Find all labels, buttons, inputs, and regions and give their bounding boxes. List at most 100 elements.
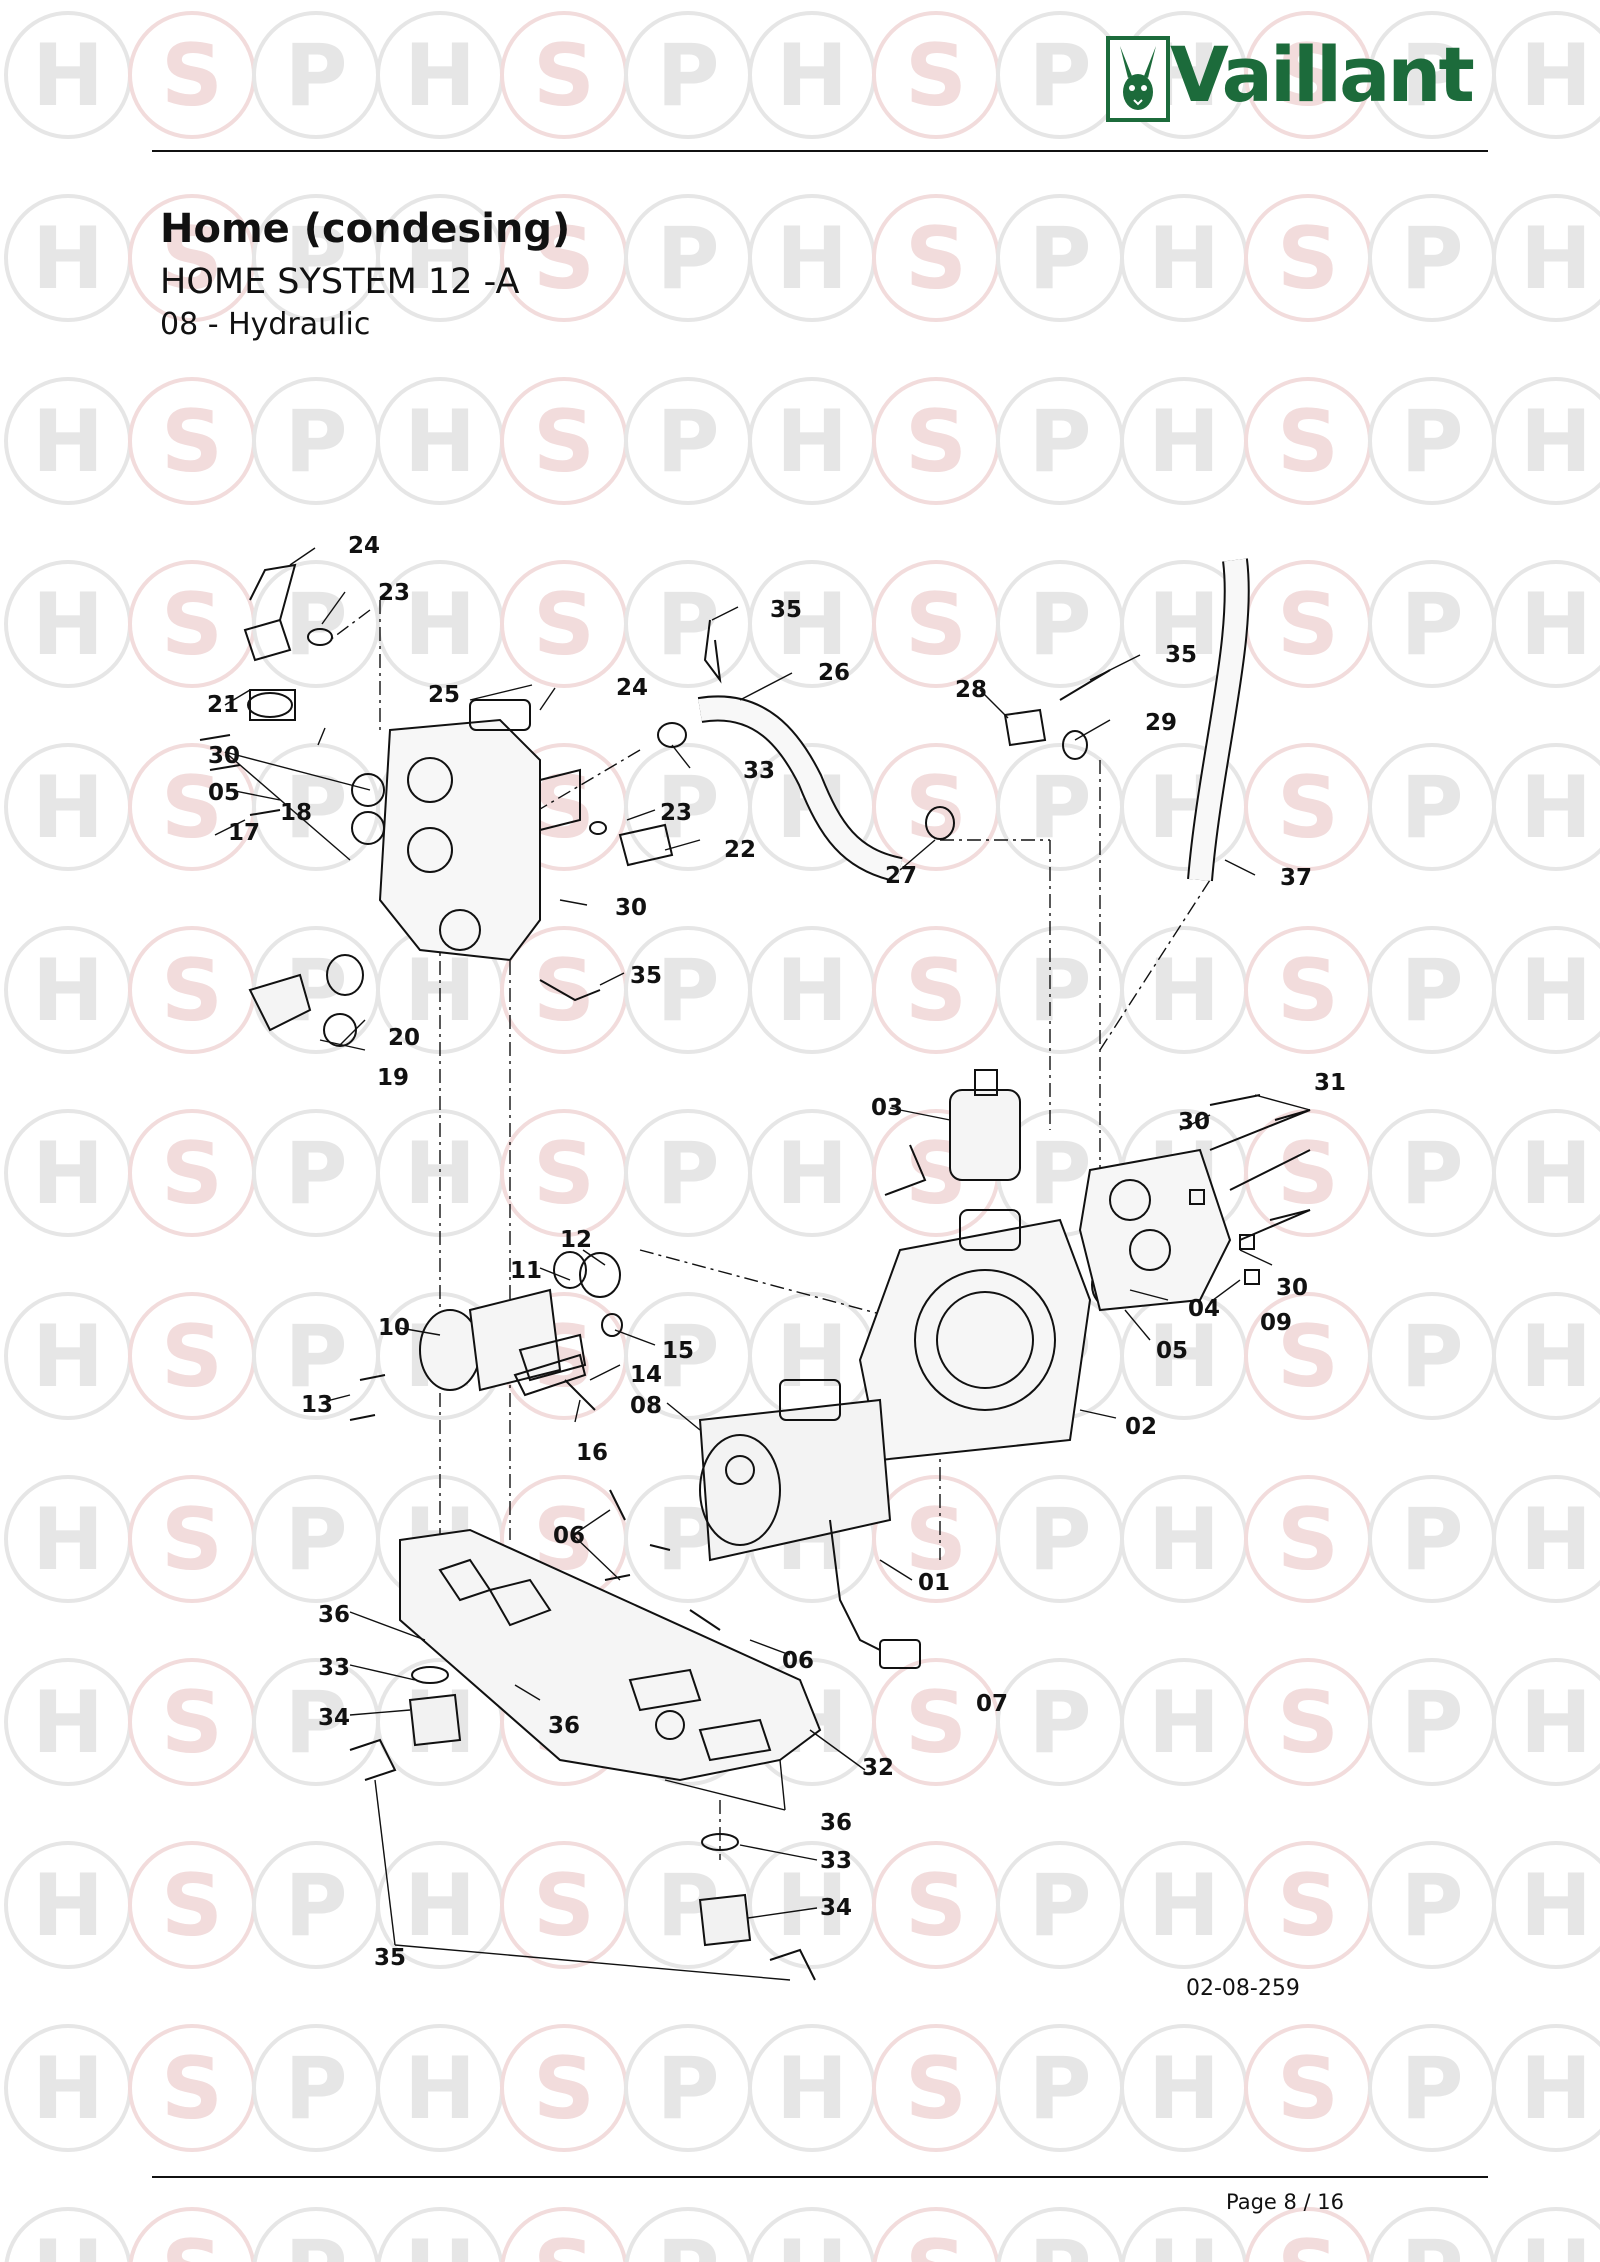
drawing-reference: 02-08-259 <box>1186 1976 1300 2001</box>
part-number-label: 25 <box>428 682 460 708</box>
air-vent <box>884 1069 1021 1196</box>
brand-name: Vaillant <box>1170 30 1475 119</box>
part-number-label: 26 <box>818 660 850 686</box>
watermark-letter: H <box>32 392 104 492</box>
watermark-letter: H <box>1148 2222 1220 2262</box>
watermark-letter: P <box>284 2039 347 2139</box>
watermark-letter: S <box>1277 1856 1339 1956</box>
bottom-fittings <box>349 1693 816 1981</box>
watermark-letter: S <box>905 209 967 309</box>
watermark-letter: S <box>533 1856 595 1956</box>
watermark-letter: S <box>905 2222 967 2262</box>
watermark-letter: H <box>32 2039 104 2139</box>
watermark-letter: H <box>1520 26 1592 126</box>
watermark-letter: S <box>533 2222 595 2262</box>
watermark-letter: H <box>1520 575 1592 675</box>
watermark-letter: S <box>161 1124 223 1224</box>
watermark-letter: P <box>1400 209 1463 309</box>
watermark-letter: H <box>32 1490 104 1590</box>
part-number-label: 37 <box>1280 865 1312 891</box>
drain-tap <box>247 689 357 1047</box>
watermark-letter: P <box>656 941 719 1041</box>
watermark-letter: H <box>1520 392 1592 492</box>
hare-icon <box>1120 46 1156 110</box>
part-number-label: 14 <box>630 1362 662 1388</box>
watermark-letter: S <box>533 575 595 675</box>
watermark-letter: P <box>656 1307 719 1407</box>
watermark-letter: H <box>1520 2222 1592 2262</box>
part-number-label: 22 <box>724 837 756 863</box>
watermark-letter: S <box>905 941 967 1041</box>
watermark-letter: P <box>1400 758 1463 858</box>
watermark-letter: H <box>32 1124 104 1224</box>
watermark-letter: H <box>1520 1124 1592 1224</box>
watermark-ring <box>1492 377 1600 505</box>
watermark-letter: P <box>1400 1673 1463 1773</box>
watermark-letter: H <box>404 2039 476 2139</box>
watermark-letter: S <box>161 2222 223 2262</box>
watermark-letter: S <box>1277 2222 1339 2262</box>
part-number-label: 01 <box>918 1570 950 1596</box>
watermark-letter: P <box>656 758 719 858</box>
hydraulic-block-top <box>378 699 581 962</box>
part-number-label: 10 <box>378 1315 410 1341</box>
watermark-letter: P <box>284 1856 347 1956</box>
header-rule <box>152 150 1488 152</box>
watermark-letter: S <box>533 392 595 492</box>
part-number-label: 33 <box>820 1848 852 1874</box>
watermark-letter: S <box>533 941 595 1041</box>
watermark-letter: S <box>905 1490 967 1590</box>
part-number-label: 21 <box>207 692 239 718</box>
watermark-letter: P <box>284 1124 347 1224</box>
part-number-label: 35 <box>374 1945 406 1971</box>
watermark-letter: S <box>1277 26 1339 126</box>
watermark-letter: P <box>1028 758 1091 858</box>
part-number-label: 35 <box>630 963 662 989</box>
watermark-letter: S <box>533 209 595 309</box>
section-title: 08 - Hydraulic <box>160 307 371 342</box>
watermark-letter: P <box>284 26 347 126</box>
watermark-letter: H <box>1148 2039 1220 2139</box>
watermark-letter: S <box>161 2039 223 2139</box>
watermark-letter: H <box>32 1673 104 1773</box>
watermark-letter: H <box>404 575 476 675</box>
watermark-letter: H <box>32 758 104 858</box>
pump-housing <box>858 1209 1092 1462</box>
watermark-letter: P <box>1400 1124 1463 1224</box>
watermark-ring <box>1492 560 1600 688</box>
watermark-letter: P <box>1400 2222 1463 2262</box>
part-number-label: 33 <box>743 758 775 784</box>
watermark-letter: P <box>1028 209 1091 309</box>
part-number-label: 31 <box>1314 1070 1346 1096</box>
watermark-letter: H <box>1148 1307 1220 1407</box>
watermark-letter: S <box>905 26 967 126</box>
watermark-letter: P <box>1400 575 1463 675</box>
watermark-letter: H <box>1148 1856 1220 1956</box>
watermark-letter: P <box>656 2039 719 2139</box>
watermark-ring <box>1492 926 1600 1054</box>
assembly-lines <box>329 600 1211 1860</box>
watermark-letter: S <box>1277 1307 1339 1407</box>
part-number-label: 35 <box>770 597 802 623</box>
watermark-letter: P <box>1028 1490 1091 1590</box>
watermark-letter: P <box>284 1490 347 1590</box>
document-title: Home (condesing) <box>160 206 571 252</box>
watermark-letter: S <box>533 1124 595 1224</box>
part-number-label: 03 <box>871 1095 903 1121</box>
part-number-label: 30 <box>615 895 647 921</box>
screws <box>199 734 1311 1631</box>
part-number-label: 06 <box>553 1523 585 1549</box>
watermark-letter: H <box>776 941 848 1041</box>
page-number: Page 8 / 16 <box>1226 2190 1345 2214</box>
watermark-ring <box>1492 1658 1600 1786</box>
watermark-letter: H <box>1148 209 1220 309</box>
watermark-letter: H <box>32 1856 104 1956</box>
watermark-letter: P <box>284 209 347 309</box>
base-plate <box>399 1528 822 1782</box>
watermark-letter: H <box>1520 1490 1592 1590</box>
watermark-letter: S <box>905 1673 967 1773</box>
watermark-letter: P <box>656 2222 719 2262</box>
watermark-letter: P <box>284 1673 347 1773</box>
watermark-letter: S <box>905 575 967 675</box>
watermark-ring <box>500 2207 628 2262</box>
